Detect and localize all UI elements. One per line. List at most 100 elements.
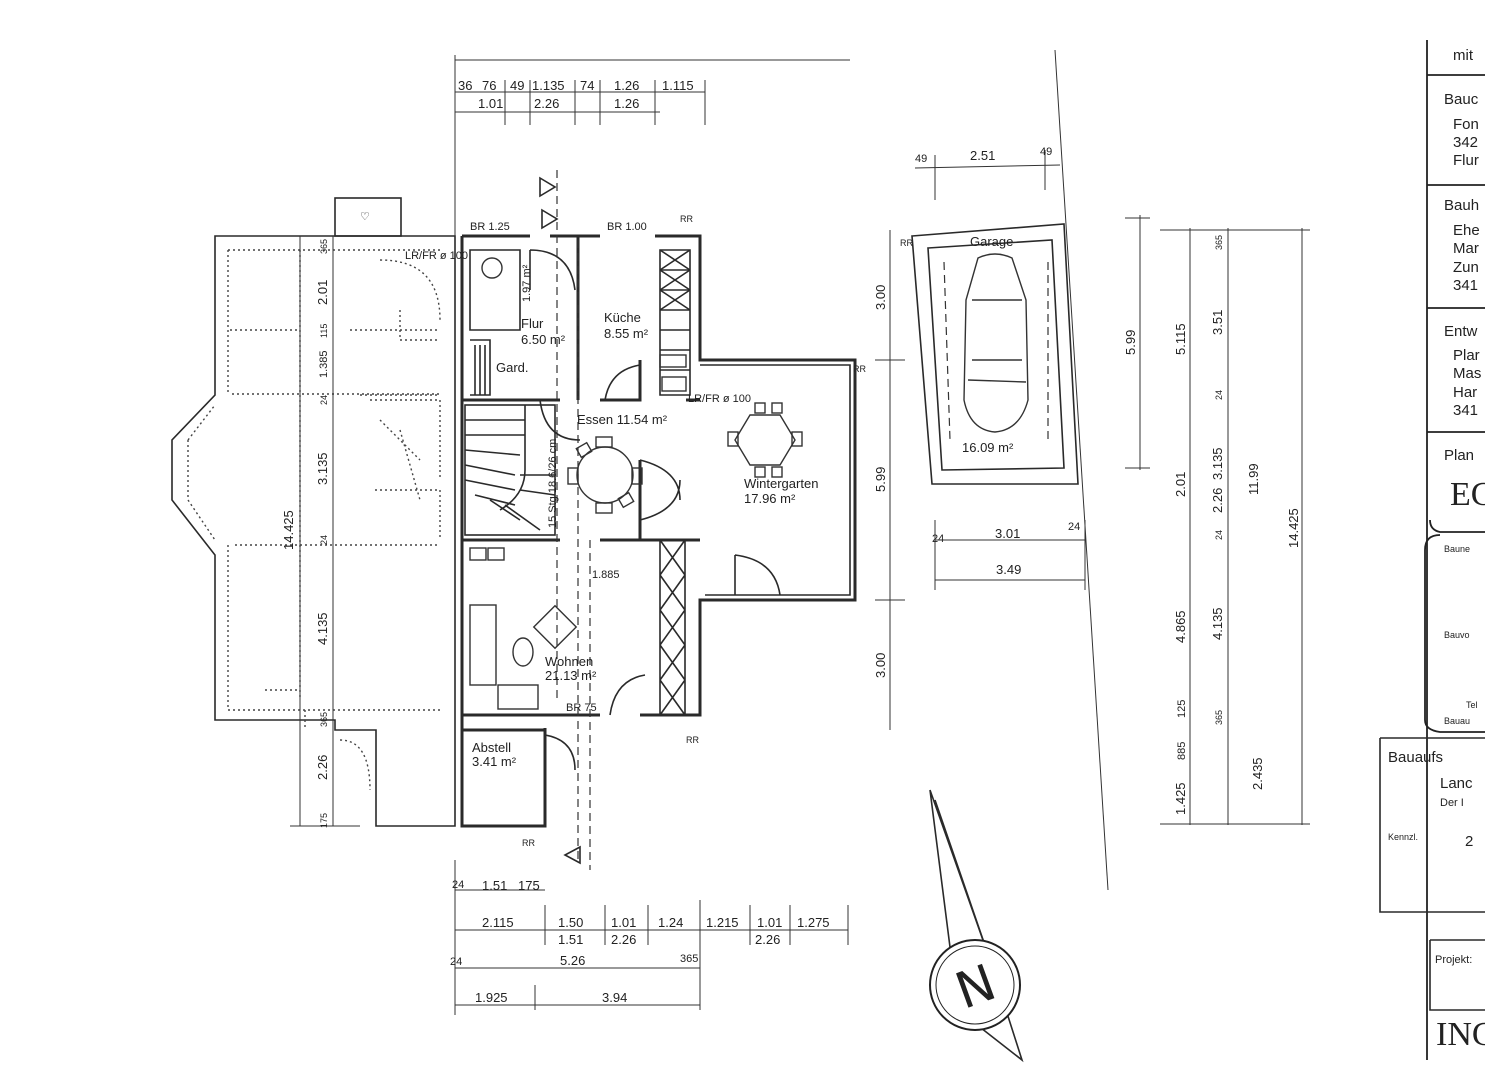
dim-right-c3-2: 3.51 [1210,310,1225,335]
dim-garage-l-2: 5.99 [873,467,888,492]
dim-top-4: 1.135 [532,78,565,93]
dim-right-c3-7: 4.135 [1210,607,1225,640]
stair-label: 15 Stg 18.6/26 cm [547,439,559,528]
staircase [464,404,556,536]
tb-tel: Tel [1466,700,1478,710]
room-abstell-name: Abstell [472,740,511,755]
dim-right-c3-1: 365 [1214,235,1224,250]
dim-right-c2-1: 5.115 [1173,323,1188,355]
dim-top-5: 74 [580,78,594,93]
tb-plan-big: EC [1450,476,1485,513]
annot-197: 1.97 m² [521,264,533,302]
dim-left-8: 4.135 [315,612,330,645]
dim-right-c3-9: 2.435 [1250,757,1265,790]
dim-bottom-r2-2: 5.26 [560,953,585,968]
annot-rr5: RR [522,838,535,848]
tb-entw-l3: Har [1453,384,1477,401]
dim-bottom-r1b-3: 2.26 [755,932,780,947]
tb-bauau: Bauau [1444,716,1470,726]
room-garage-name: Garage [970,234,1013,249]
room-essen-name: Essen 11.54 m² [577,412,668,427]
dim-bottom-r3-2: 3.94 [602,990,627,1005]
dim-garage-b2: 3.49 [996,562,1021,577]
dim-right-c3-6: 24 [1214,530,1224,540]
room-wohnen-name: Wohnen [545,654,593,669]
dim-right-c2-5: 885 [1176,742,1188,760]
room-wintergarten-name: Wintergarten [744,476,818,491]
dim-bottom-r1-6: 1.01 [757,915,782,930]
dim-bottom-r1-4: 1.24 [658,915,683,930]
dim-garage-b1-2: 3.01 [995,526,1020,541]
tb-entw-l1: Plar [1453,347,1480,364]
dim-garage-top-3: 49 [1040,146,1052,158]
dim-bottom-r0-3: 175 [518,878,540,893]
dimension-lines [290,49,1310,1015]
dim-right-c3-3: 24 [1214,390,1224,400]
annot-lrfr2: LR/FR ø 100 [688,393,751,405]
dim-left-10: 2.26 [315,755,330,780]
dim-bottom-r2-3: 365 [680,953,698,965]
dim-right-c1: 5.99 [1123,330,1138,355]
tb-bauaufs: Bauaufs [1388,749,1443,766]
room-wintergarten-area: 17.96 m² [744,491,796,506]
main-house-walls [460,170,857,870]
annot-br125: BR 1.25 [470,221,510,233]
tb-bauvo: Bauvo [1444,630,1470,640]
annot-rr1: RR [680,214,693,224]
dim-garage-b1-1: 24 [932,533,944,545]
doors [529,176,781,865]
dim-right-c3-8: 365 [1214,710,1224,725]
dim-garage-b1-3: 24 [1068,521,1080,533]
tb-plan: Plan [1444,447,1474,464]
dim-left-5: 24 [319,395,329,405]
tb-inc: INC [1436,1016,1485,1053]
dim-bottom-r1-3: 1.01 [611,915,636,930]
room-garage-area: 16.09 m² [962,440,1014,455]
room-flur-name: Flur [521,316,544,331]
annot-rr2: RR [853,364,866,374]
dim-garage-l-1: 3.00 [873,285,888,310]
dim-top-1: 36 [458,78,472,93]
annot-br100: BR 1.00 [607,221,647,233]
room-flur-area: 6.50 m² [521,332,566,347]
tb-kenn: Kennzl. [1388,832,1418,842]
dim-right-c2-2: 2.01 [1173,472,1188,497]
annot-rr3: RR [900,238,913,248]
room-kueche-name: Küche [604,310,641,325]
dim-bottom-r0-1: 24 [452,879,464,891]
dim-top-2: 76 [482,78,496,93]
tb-two: 2 [1465,833,1473,850]
tb-baune: Baune [1444,544,1470,554]
dim-garage-l-3: 3.00 [873,653,888,678]
dim-right-c2-4: 125 [1176,700,1188,718]
tb-bau2-l3: Zun [1453,259,1479,276]
neighbour-mark: ♡ [360,211,370,223]
room-abstell-area: 3.41 m² [472,754,517,769]
dim-right-c3-4: 2.26 [1210,488,1225,513]
tb-entw-l4: 341 [1453,402,1478,419]
tb-bau1-l3: Flur [1453,152,1479,169]
dim-left-4: 1.385 [318,350,330,378]
annot-br75: BR 75 [566,702,597,714]
tb-bau1: Bauc [1444,91,1479,108]
furniture [469,257,803,710]
dim-left-6: 3.135 [315,452,330,485]
dim-bottom-r1-2: 1.50 [558,915,583,930]
room-wohnen-area: 21.13 m² [545,668,597,683]
dim-left-2: 2.01 [315,280,330,305]
annot-rr4: RR [686,735,699,745]
dim-top-6: 1.26 [614,78,639,93]
room-kueche-area: 8.55 m² [604,326,649,341]
dim-bottom-r3-1: 1.925 [475,990,508,1005]
dim-garage-top-2: 2.51 [970,148,995,163]
dim-left-7: 24 [319,535,329,545]
tb-lanc: Lanc [1440,775,1473,792]
dim-bottom-r1-7: 1.275 [797,915,830,930]
dim-top-9: 2.26 [534,96,559,111]
tb-entw: Entw [1444,323,1478,340]
tb-entw-l2: Mas [1453,365,1481,382]
dim-left-3: 115 [319,324,329,338]
tb-bau2-l1: Ehe [1453,222,1480,239]
tb-projekt: Projekt: [1435,954,1472,966]
